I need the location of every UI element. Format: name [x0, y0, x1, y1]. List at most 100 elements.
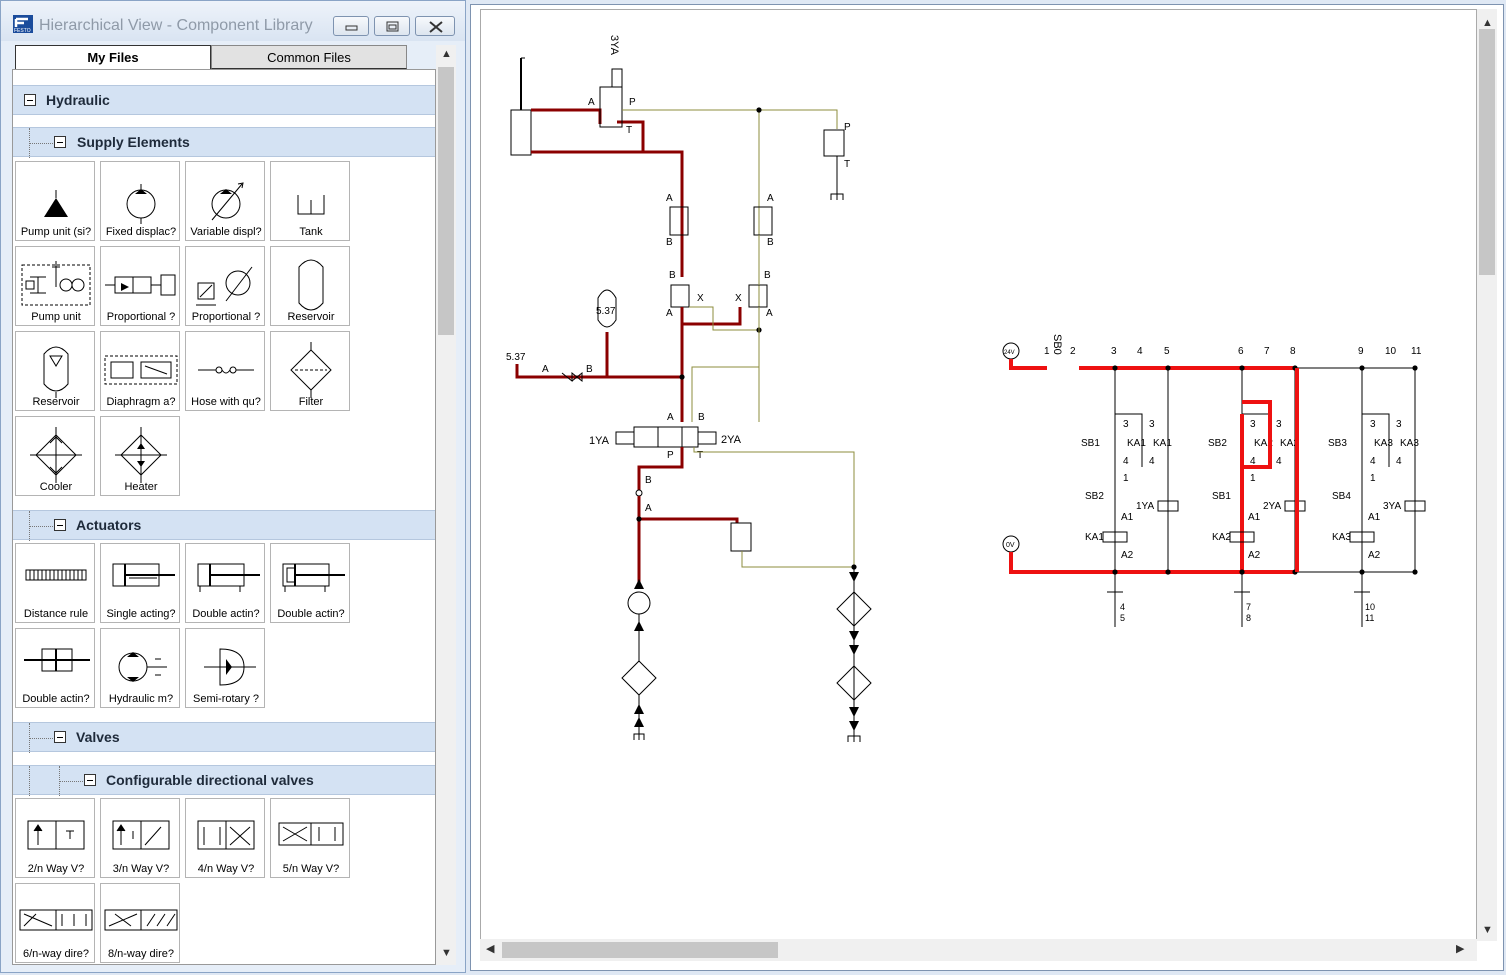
group-configurable-directional-valves[interactable]: Configurable directional valves — [13, 765, 435, 796]
group-hydraulic[interactable]: Hydraulic — [13, 85, 435, 115]
library-tile[interactable]: Double actin? — [185, 543, 265, 623]
tab-my-files[interactable]: My Files — [15, 45, 211, 69]
circuit-label: 4 — [1276, 456, 1282, 467]
tile-label: Pump unit — [31, 311, 81, 323]
filter-icon — [290, 342, 332, 398]
library-tile[interactable]: Reservoir — [270, 246, 350, 326]
junction-dot — [1239, 365, 1245, 371]
junction-dot — [1412, 569, 1418, 575]
library-tile[interactable]: 3/n Way V? — [100, 798, 180, 878]
circuit-label: A2 — [1368, 550, 1381, 561]
group-valves[interactable]: Valves — [13, 722, 435, 753]
scrollbar-thumb[interactable] — [438, 67, 454, 335]
five-way-valve-icon — [278, 822, 344, 846]
check-valve — [753, 206, 773, 236]
collapse-icon[interactable] — [84, 774, 96, 786]
close-button[interactable] — [415, 16, 455, 36]
coil-label: KA2 — [1212, 532, 1231, 543]
library-tile[interactable]: Hose with qu? — [185, 331, 265, 411]
title-bar[interactable]: FESTO Hierarchical View - Component Libr… — [1, 1, 465, 41]
fixed-displacement-pump-icon — [126, 184, 156, 224]
column-number: 5 — [1164, 346, 1170, 357]
tab-common-files[interactable]: Common Files — [211, 45, 407, 69]
library-tile[interactable]: Semi-rotary ? — [185, 628, 265, 708]
library-tile[interactable]: 4/n Way V? — [185, 798, 265, 878]
circuit-label: T — [626, 125, 632, 136]
library-tile[interactable]: 8/n-way dire? — [100, 883, 180, 963]
collapse-icon[interactable] — [54, 731, 66, 743]
library-tile[interactable]: 5/n Way V? — [270, 798, 350, 878]
collapse-icon[interactable] — [54, 519, 66, 531]
scroll-left-arrow-icon[interactable]: ◀ — [486, 943, 495, 955]
scrollbar-thumb[interactable] — [502, 942, 778, 958]
supply-label: 24V — [1004, 350, 1015, 356]
circuit-label: 1 — [1044, 346, 1050, 357]
library-tile[interactable]: Pump unit (si? — [15, 161, 95, 241]
scroll-up-arrow-icon[interactable]: ▲ — [1482, 17, 1493, 29]
contact-label: SB2 — [1208, 438, 1227, 449]
circuit-label: B — [767, 237, 774, 248]
circuit-label: B — [669, 270, 676, 281]
group-supply-elements[interactable]: Supply Elements — [13, 127, 435, 158]
pressure-line — [639, 517, 739, 523]
circuit-label: T — [697, 450, 703, 461]
three-way-valve-icon — [112, 820, 170, 850]
pressure-line — [682, 307, 742, 326]
tile-label: Proportional ? — [191, 311, 261, 323]
tile-label: Filter — [298, 396, 324, 408]
flow-arrow — [849, 631, 859, 641]
library-tile[interactable]: Distance rule — [15, 543, 95, 623]
library-tile[interactable]: Proportional ? — [185, 246, 265, 326]
library-tile[interactable]: Fixed displac? — [100, 161, 180, 241]
library-tile[interactable]: Cooler — [15, 416, 95, 496]
library-tile[interactable]: Double actin? — [15, 628, 95, 708]
flow-arrow — [849, 721, 859, 731]
library-tile[interactable]: Reservoir — [15, 331, 95, 411]
library-tile[interactable]: Hydraulic m? — [100, 628, 180, 708]
switch-label: SB0 — [1051, 334, 1063, 355]
scroll-right-arrow-icon[interactable]: ▶ — [1456, 943, 1465, 955]
minimize-button[interactable] — [333, 16, 369, 36]
collapse-icon[interactable] — [24, 94, 36, 106]
canvas-vertical-scrollbar[interactable]: ▲ ▼ — [1477, 9, 1497, 941]
tile-label: Double actin? — [192, 608, 260, 620]
dcv-right — [681, 426, 699, 448]
library-tile[interactable]: 6/n-way dire? — [15, 883, 95, 963]
solenoid-label: 1YA — [589, 435, 610, 447]
library-tile[interactable]: Variable displ? — [185, 161, 265, 241]
scrollbar-thumb[interactable] — [1479, 29, 1495, 275]
maximize-button[interactable] — [374, 16, 410, 36]
column-number: 4 — [1137, 346, 1143, 357]
library-tile[interactable]: Tank — [270, 161, 350, 241]
scroll-down-arrow-icon[interactable]: ▼ — [441, 947, 452, 959]
ref-number: 8 — [1246, 613, 1251, 623]
cooler — [836, 665, 872, 701]
tank-symbol — [830, 193, 844, 200]
circuit-label: P — [844, 122, 851, 133]
circuit-label: 1 — [1250, 473, 1256, 484]
circuit-line — [689, 306, 759, 331]
circuit-label: 1 — [1370, 473, 1376, 484]
scroll-up-arrow-icon[interactable]: ▲ — [441, 48, 452, 60]
library-tile[interactable]: Heater — [100, 416, 180, 496]
library-tile[interactable]: Proportional ? — [100, 246, 180, 326]
group-actuators[interactable]: Actuators — [13, 510, 435, 541]
library-tile[interactable]: Pump unit — [15, 246, 95, 326]
scroll-down-arrow-icon[interactable]: ▼ — [1482, 924, 1493, 936]
ref-number: 10 — [1365, 602, 1375, 612]
library-tile[interactable]: Single acting? — [100, 543, 180, 623]
collapse-icon[interactable] — [54, 136, 66, 148]
tile-label: Hydraulic m? — [108, 693, 174, 705]
library-vertical-scrollbar[interactable]: ▲ ▼ — [436, 45, 456, 965]
library-tile[interactable]: Filter — [270, 331, 350, 411]
circuit-label: A — [766, 308, 773, 319]
pump-unit-simplified-icon — [44, 190, 68, 217]
library-tile[interactable]: Double actin? — [270, 543, 350, 623]
library-tile[interactable]: Diaphragm a? — [100, 331, 180, 411]
column-number: 11 — [1411, 346, 1422, 357]
tile-label: Reservoir — [32, 396, 80, 408]
library-tile[interactable]: 2/n Way V? — [15, 798, 95, 878]
two-way-valve-icon — [27, 820, 85, 850]
canvas-horizontal-scrollbar[interactable]: ◀ ▶ — [480, 939, 1477, 961]
